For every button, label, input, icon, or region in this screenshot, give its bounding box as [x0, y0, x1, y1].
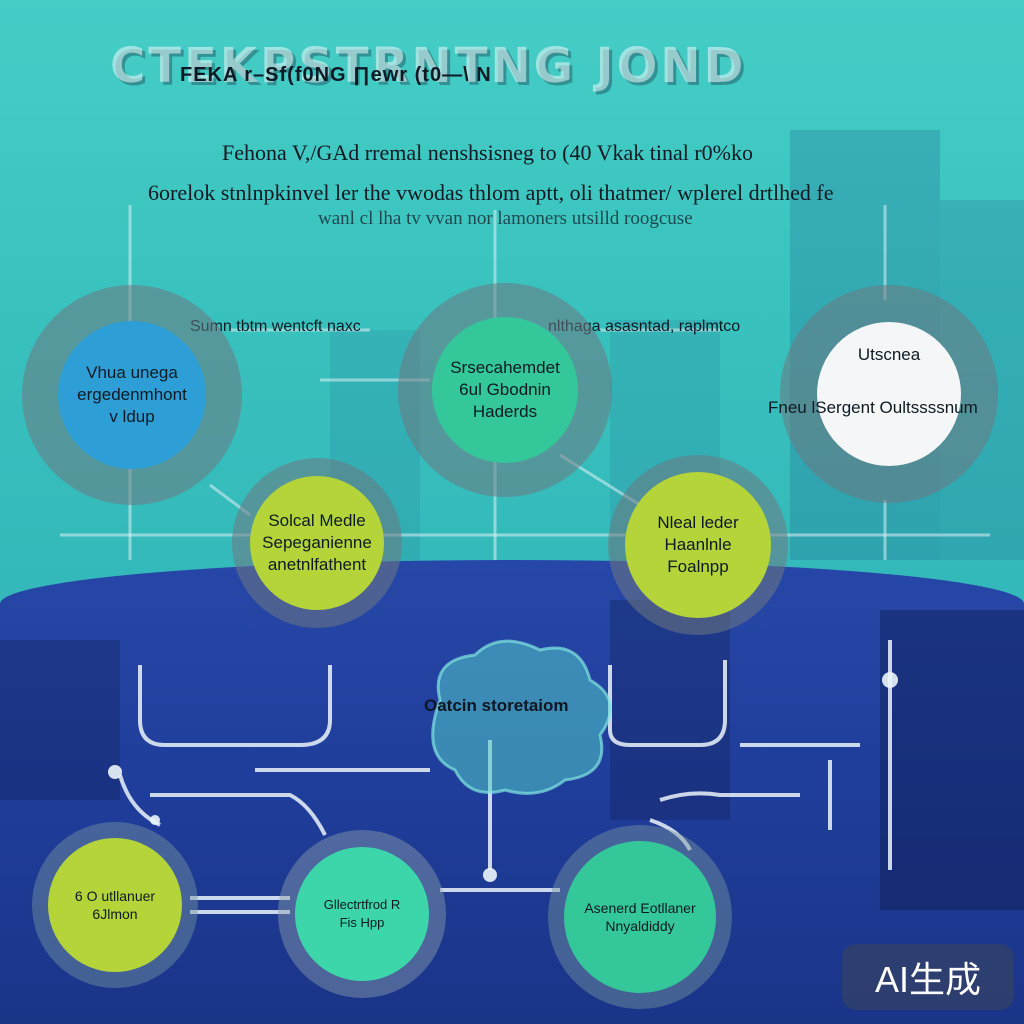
- cloud-label: Oatcin storetaiom: [424, 696, 569, 715]
- subtitle-line: wanl cl lha tv vvan nor lamoners utsilld…: [318, 208, 693, 229]
- node-1-label-line: Vhua unega: [86, 363, 178, 382]
- node-5-label-line: Foalnpp: [667, 557, 729, 576]
- mid-caption-right: nlthaga asasntad, raplmtco: [548, 318, 741, 335]
- node-2-label-line: 6ul Gbodnin: [459, 380, 551, 399]
- connector-node: [882, 672, 898, 688]
- connector-line: [608, 660, 727, 747]
- connector-line: [150, 793, 327, 836]
- node-5-label-line: Nleal leder: [657, 513, 739, 532]
- city-silhouette: [610, 600, 730, 820]
- connector-line: [649, 818, 692, 851]
- node-3-label-line: Utscnea: [857, 345, 921, 364]
- node-5: Nleal leder Haanlnle Foalnpp: [608, 455, 788, 635]
- node-4: Solcal Medle Sepeganienne anetnlfathent: [232, 458, 402, 628]
- node-7-label-line: Gllectrtfrod R: [323, 897, 401, 912]
- connector-line: [138, 665, 332, 747]
- node-5-label-line: Haanlnle: [664, 535, 732, 554]
- connector-node: [108, 765, 122, 779]
- node-8-label-line: Asenerd Eotllaner: [584, 900, 696, 916]
- cloud-shape: [431, 639, 612, 795]
- connector-line: [659, 791, 800, 802]
- node-4-label-line: Sepeganienne: [262, 533, 372, 552]
- node-8: Asenerd Eotllaner Nnyaldiddy: [548, 825, 732, 1009]
- node-1: Vhua unega ergedenmhont v ldup: [22, 285, 242, 505]
- node-6: 6 O utllanuer 6Jlmon: [32, 822, 198, 988]
- node-8-label-line: Nnyaldiddy: [605, 918, 675, 934]
- city-silhouette: [0, 640, 120, 800]
- node-4-label-line: Solcal Medle: [268, 511, 366, 530]
- node-2-label-line: Srsecahemdet: [450, 358, 560, 377]
- connector-node: [150, 815, 160, 825]
- node-1-label-line: v ldup: [109, 407, 155, 426]
- node-6-label-line: 6Jlmon: [92, 906, 138, 922]
- page-title: CTEKPSTRNTNG JOND: [110, 38, 747, 94]
- node-1-label-line: ergedenmhont: [77, 385, 187, 404]
- node-3: Utscnea: [780, 285, 998, 503]
- node-2-label-line: Haderds: [472, 402, 538, 421]
- subtitle-line: Fehona V,/GAd rremal nenshsisneg to (40 …: [222, 140, 753, 165]
- node-4-label-line: anetnlfathent: [267, 555, 367, 574]
- node-2: Srsecahemdet 6ul Gbodnin Haderds: [398, 283, 612, 497]
- node-7: Gllectrtfrod R Fis Hpp: [278, 830, 446, 998]
- city-silhouette: [880, 610, 1024, 910]
- connector-node: [483, 868, 497, 882]
- node-6-label-line: 6 O utllanuer: [74, 888, 156, 904]
- node-3-side-label: Fneu lSergent Oultssssnum: [768, 398, 978, 417]
- mid-caption-left: Sumn tbtm wentcft naxc: [190, 318, 361, 335]
- node-7-label-line: Fis Hpp: [339, 915, 385, 930]
- ai-generated-badge: AI生成: [842, 944, 1014, 1010]
- title-overlay-text: FEKA r–Sf(f0NG ∏ewr (t0—\ N: [180, 64, 492, 86]
- subtitle-line: 6orelok stnlnpkinvel ler the vwodas thlo…: [148, 180, 834, 205]
